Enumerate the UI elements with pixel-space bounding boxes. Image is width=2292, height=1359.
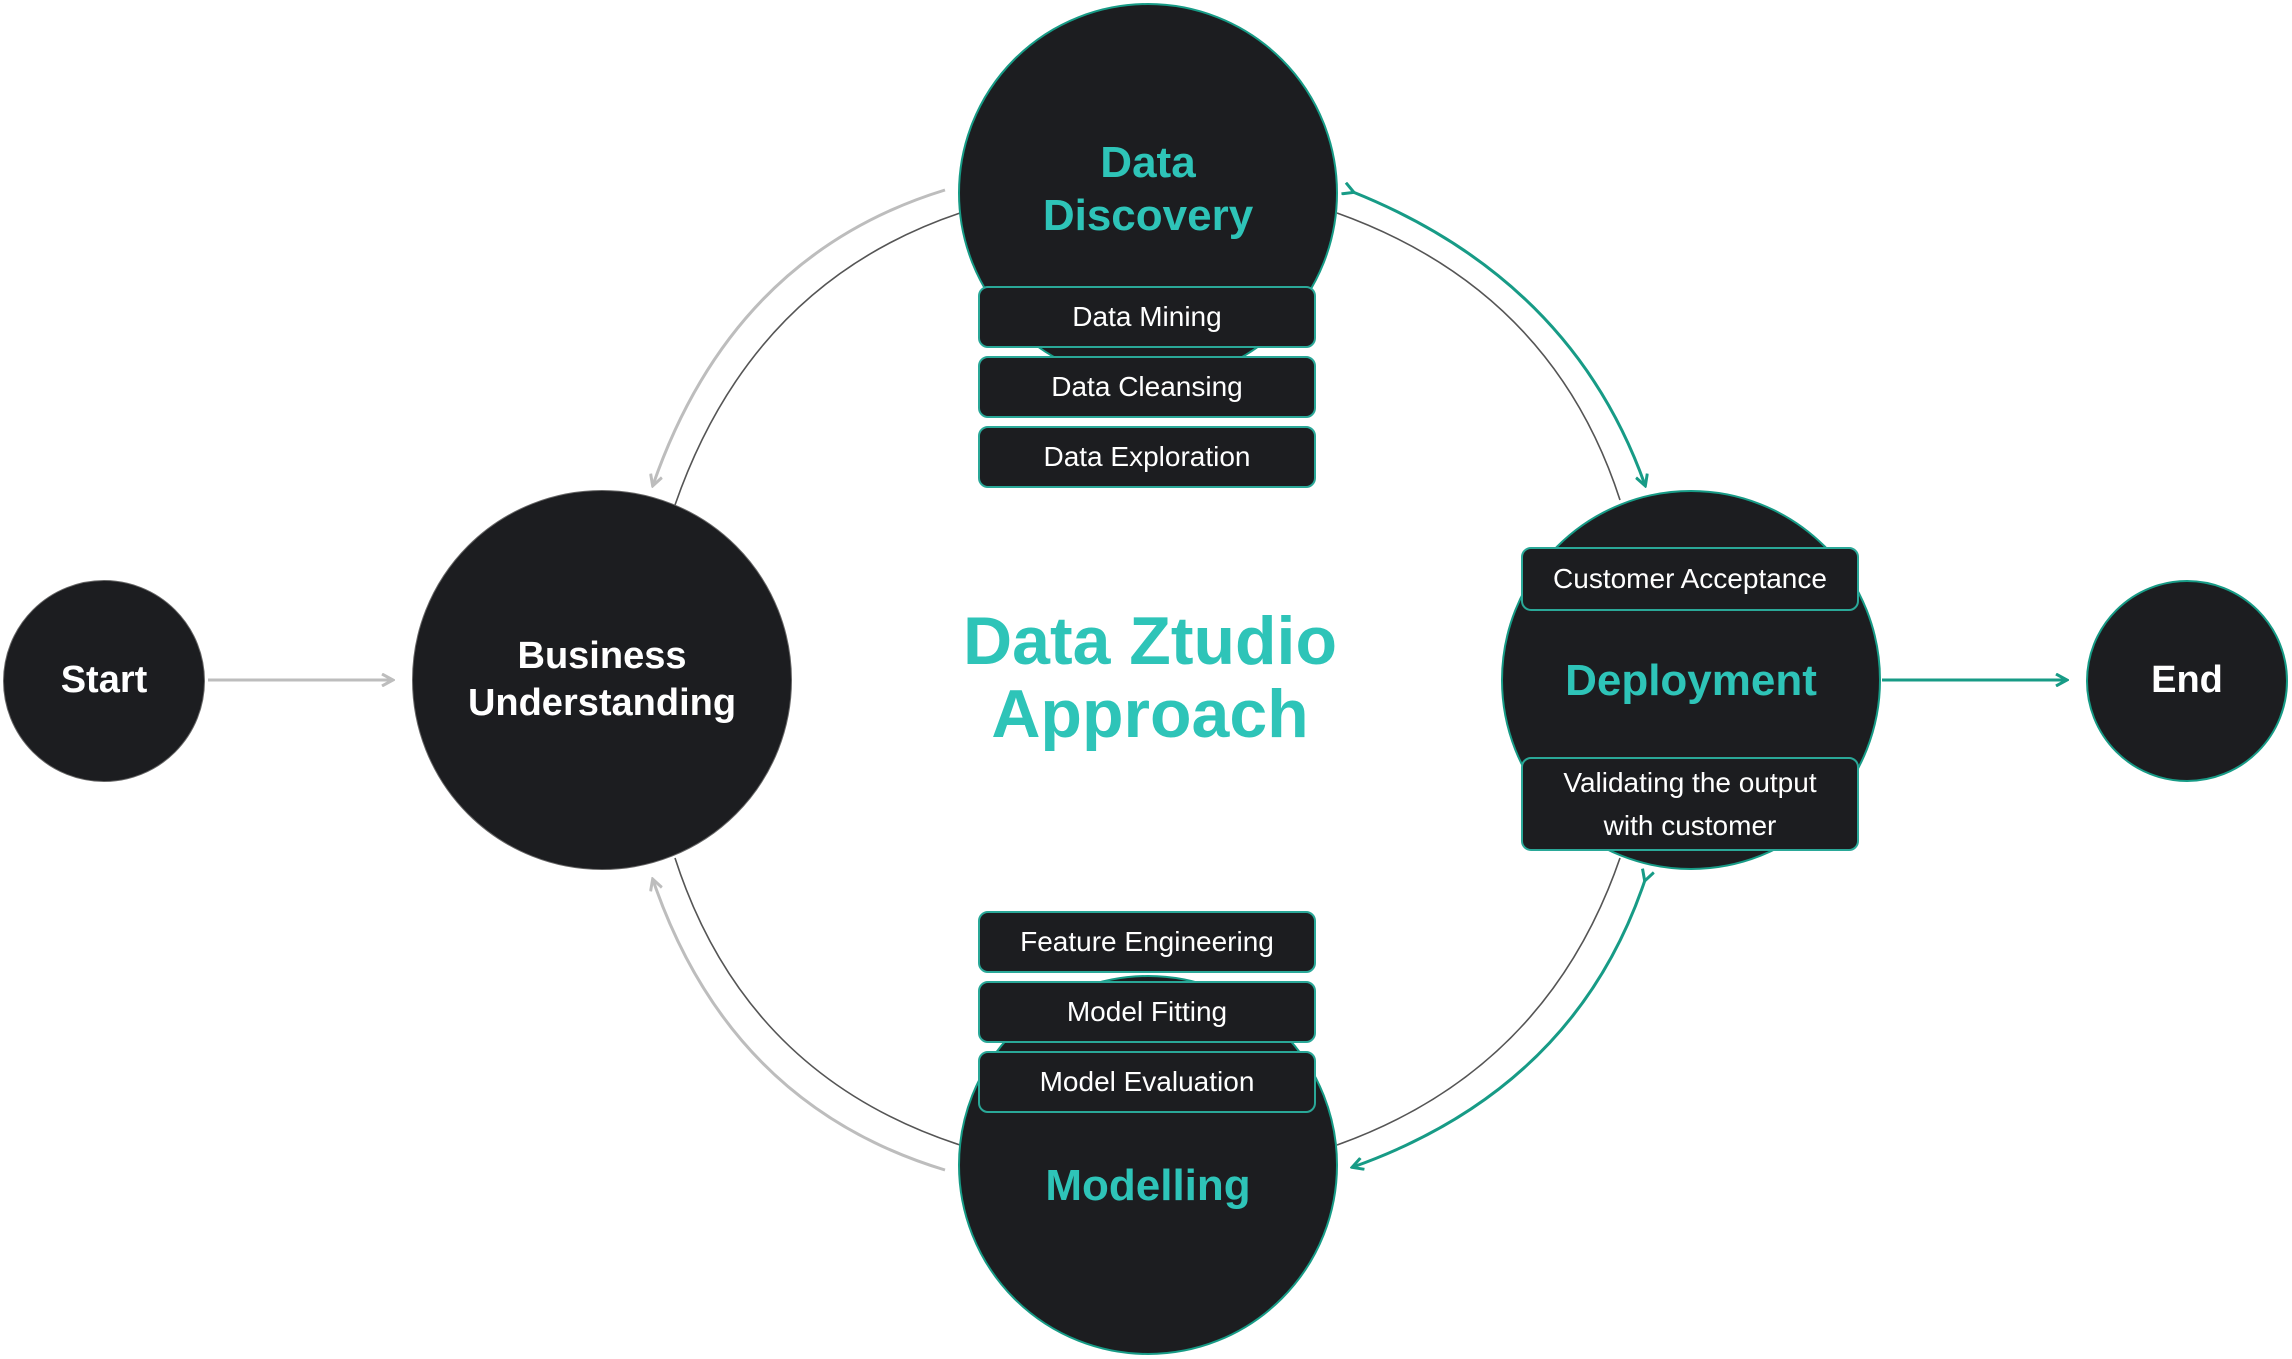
arrow-deployment-to-modelling <box>1353 880 1645 1167</box>
task-model-fitting: Model Fitting <box>978 981 1316 1043</box>
deployment-label: Deployment <box>1565 655 1817 705</box>
ring-line-bottom-left <box>674 857 961 1146</box>
start-label: Start <box>60 659 148 702</box>
arrow-discovery-to-deployment <box>1353 192 1645 485</box>
center-title: Data Ztudio Approach <box>963 603 1337 753</box>
task-data-cleansing: Data Cleansing <box>978 356 1316 418</box>
task-data-mining: Data Mining <box>978 286 1316 348</box>
start-node <box>3 580 205 782</box>
task-data-exploration: Data Exploration <box>978 426 1316 488</box>
end-node <box>2086 580 2288 782</box>
modelling-label: Modelling <box>1045 1160 1251 1210</box>
ring-line-bottom-right <box>1336 857 1621 1146</box>
task-model-evaluation: Model Evaluation <box>978 1051 1316 1113</box>
task-feature-engineering: Feature Engineering <box>978 911 1316 973</box>
arrow-modelling-to-business <box>653 880 946 1172</box>
business-understanding-label: Business Understanding <box>467 634 737 725</box>
task-customer-acceptance: Customer Acceptance <box>1521 547 1859 611</box>
task-validating-output: Validating the output with customer <box>1521 757 1859 851</box>
data-discovery-label: Data Discovery <box>1042 138 1254 240</box>
end-label: End <box>2151 659 2223 702</box>
ring-line-top-left <box>674 212 961 506</box>
arrow-discovery-to-business <box>653 188 946 485</box>
business-understanding-node <box>412 490 792 870</box>
